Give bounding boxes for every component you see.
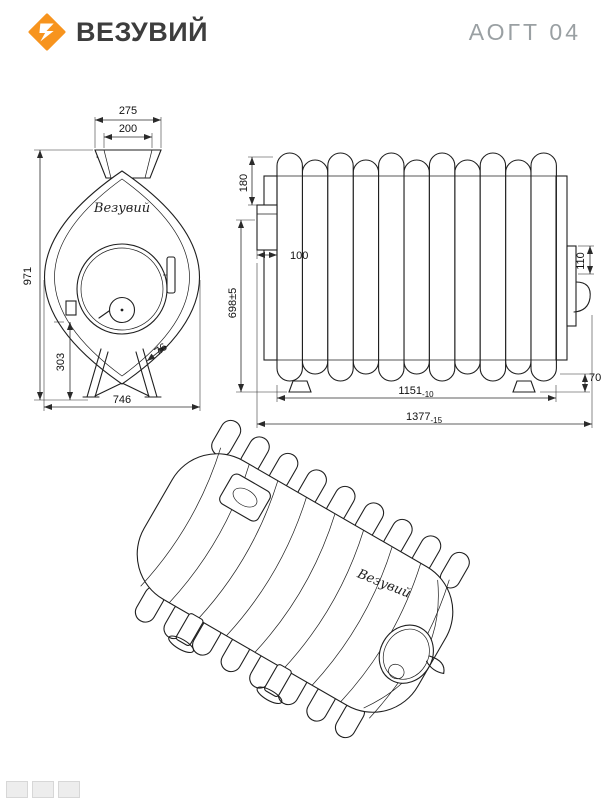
dim-180-label: 180 bbox=[238, 174, 250, 192]
flue-collar bbox=[94, 149, 162, 179]
thumbnail[interactable] bbox=[58, 781, 80, 798]
dimension-76: 76 bbox=[146, 341, 170, 362]
dimension-110: 110 bbox=[575, 245, 594, 275]
dimension-303: 303 bbox=[54, 321, 74, 400]
dimension-200: 200 bbox=[103, 123, 153, 148]
dim-1151-label: 1151-10 bbox=[398, 385, 434, 399]
thumbnail[interactable] bbox=[6, 781, 28, 798]
dimension-180: 180 bbox=[238, 156, 273, 206]
dim-971-label: 971 bbox=[22, 267, 34, 285]
iso-door-handle bbox=[425, 655, 445, 675]
iso-air-damper bbox=[388, 663, 405, 680]
iso-door bbox=[378, 624, 434, 684]
dim-275-label: 275 bbox=[119, 105, 137, 117]
flue-stub bbox=[256, 204, 278, 251]
dim-303-label: 303 bbox=[55, 353, 67, 371]
dimension-100: 100 bbox=[256, 250, 308, 262]
door-bracket bbox=[566, 245, 577, 327]
iso-leg-right bbox=[264, 664, 292, 697]
dim-1377-label: 1377-15 bbox=[406, 411, 443, 425]
dimension-698: 698±5 bbox=[227, 219, 287, 393]
dim-70-label: 70 bbox=[589, 372, 601, 384]
door-hinge bbox=[65, 300, 77, 316]
vesuviy-diamond-icon bbox=[28, 13, 66, 51]
model-code: АОГТ 04 bbox=[468, 18, 581, 45]
dim-110-label: 110 bbox=[575, 252, 587, 270]
dimension-1377: 1377-15 bbox=[256, 263, 593, 428]
isometric-view: Везувий bbox=[134, 419, 470, 739]
thumbnail[interactable] bbox=[32, 781, 54, 798]
door-handle bbox=[166, 256, 176, 294]
iso-flue-collar bbox=[219, 473, 271, 522]
header: ВЕЗУВИЙ АОГТ 04 bbox=[0, 0, 607, 54]
door-handle-side bbox=[573, 281, 591, 313]
right-end-plate bbox=[555, 175, 568, 361]
side-view: 180 100 698±5 110 70 bbox=[227, 152, 601, 428]
dim-76-label: 76 bbox=[153, 341, 170, 358]
stove-script-label: Везувий bbox=[93, 201, 150, 216]
dimension-971: 971 bbox=[22, 149, 93, 401]
dim-698-label: 698±5 bbox=[227, 288, 239, 319]
dim-200-label: 200 bbox=[119, 123, 137, 135]
dimension-746: 746 bbox=[43, 280, 201, 411]
left-end-plate bbox=[263, 175, 278, 361]
thumbnail-strip[interactable] bbox=[6, 781, 80, 798]
dim-100-label: 100 bbox=[290, 250, 308, 262]
tube-row-back bbox=[301, 159, 532, 375]
front-view: Везувий 275 2 bbox=[22, 105, 201, 411]
iso-leg-left bbox=[175, 613, 204, 646]
tube-row-front bbox=[276, 152, 557, 382]
side-leg-left bbox=[288, 380, 312, 393]
front-legs bbox=[82, 348, 162, 398]
side-leg-right bbox=[512, 380, 536, 393]
dimension-1151: 1151-10 bbox=[276, 385, 557, 402]
dimension-275: 275 bbox=[94, 105, 162, 148]
dim-746-label: 746 bbox=[113, 394, 131, 406]
brand-name: ВЕЗУВИЙ bbox=[76, 16, 209, 47]
